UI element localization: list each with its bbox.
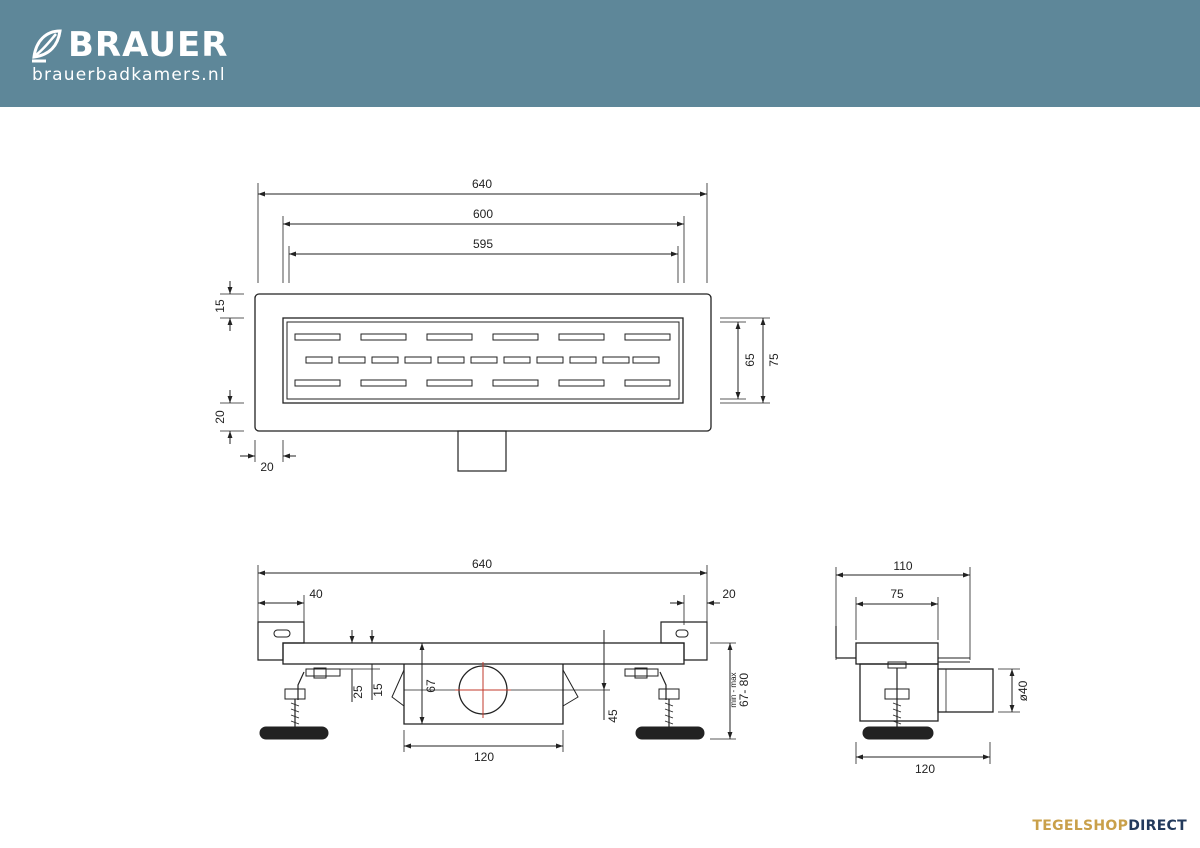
- side-dim-40: 40: [309, 587, 323, 601]
- top-dim-20-vertical: 20: [213, 410, 227, 424]
- top-view: [220, 183, 770, 472]
- footer-brand-logo[interactable]: TEGELSHOPDIRECT: [1032, 818, 1187, 834]
- footer-brand-part1: TEGELSHOP: [1032, 818, 1129, 834]
- side-dim-25: 25: [351, 685, 365, 699]
- brauer-logo[interactable]: BRAUER brauerbadkamers.nl: [30, 25, 230, 87]
- side-dim-20: 20: [722, 587, 736, 601]
- side-dim-67: 67: [424, 679, 438, 693]
- end-view: [835, 567, 1020, 764]
- top-dim-75: 75: [767, 353, 781, 367]
- brand-url: brauerbadkamers.nl: [32, 65, 226, 85]
- brand-row: BRAUER: [30, 25, 228, 65]
- top-dim-640: 640: [472, 177, 492, 191]
- brauer-leaf-icon: [32, 29, 62, 63]
- top-dim-15: 15: [213, 299, 227, 313]
- top-dim-65: 65: [743, 353, 757, 367]
- footer-brand-part2: DIRECT: [1128, 818, 1187, 834]
- top-dim-595: 595: [473, 237, 493, 251]
- end-dim-diameter: ø40: [1016, 680, 1030, 701]
- end-dim-75: 75: [890, 587, 904, 601]
- header-bar: BRAUER brauerbadkamers.nl: [0, 0, 1200, 107]
- end-dim-110: 110: [893, 559, 912, 573]
- side-dim-640: 640: [472, 557, 492, 571]
- top-dim-600: 600: [473, 207, 493, 221]
- top-dim-20-horizontal: 20: [260, 460, 274, 474]
- brand-name: BRAUER: [68, 25, 229, 65]
- side-view: [257, 565, 736, 752]
- side-dim-120: 120: [474, 750, 494, 764]
- side-height-range-label: min - max: [729, 672, 738, 707]
- side-dim-45: 45: [606, 709, 620, 723]
- side-dim-15: 15: [371, 683, 385, 697]
- end-dim-120: 120: [915, 762, 935, 776]
- side-height-range: 67- 80: [737, 673, 751, 707]
